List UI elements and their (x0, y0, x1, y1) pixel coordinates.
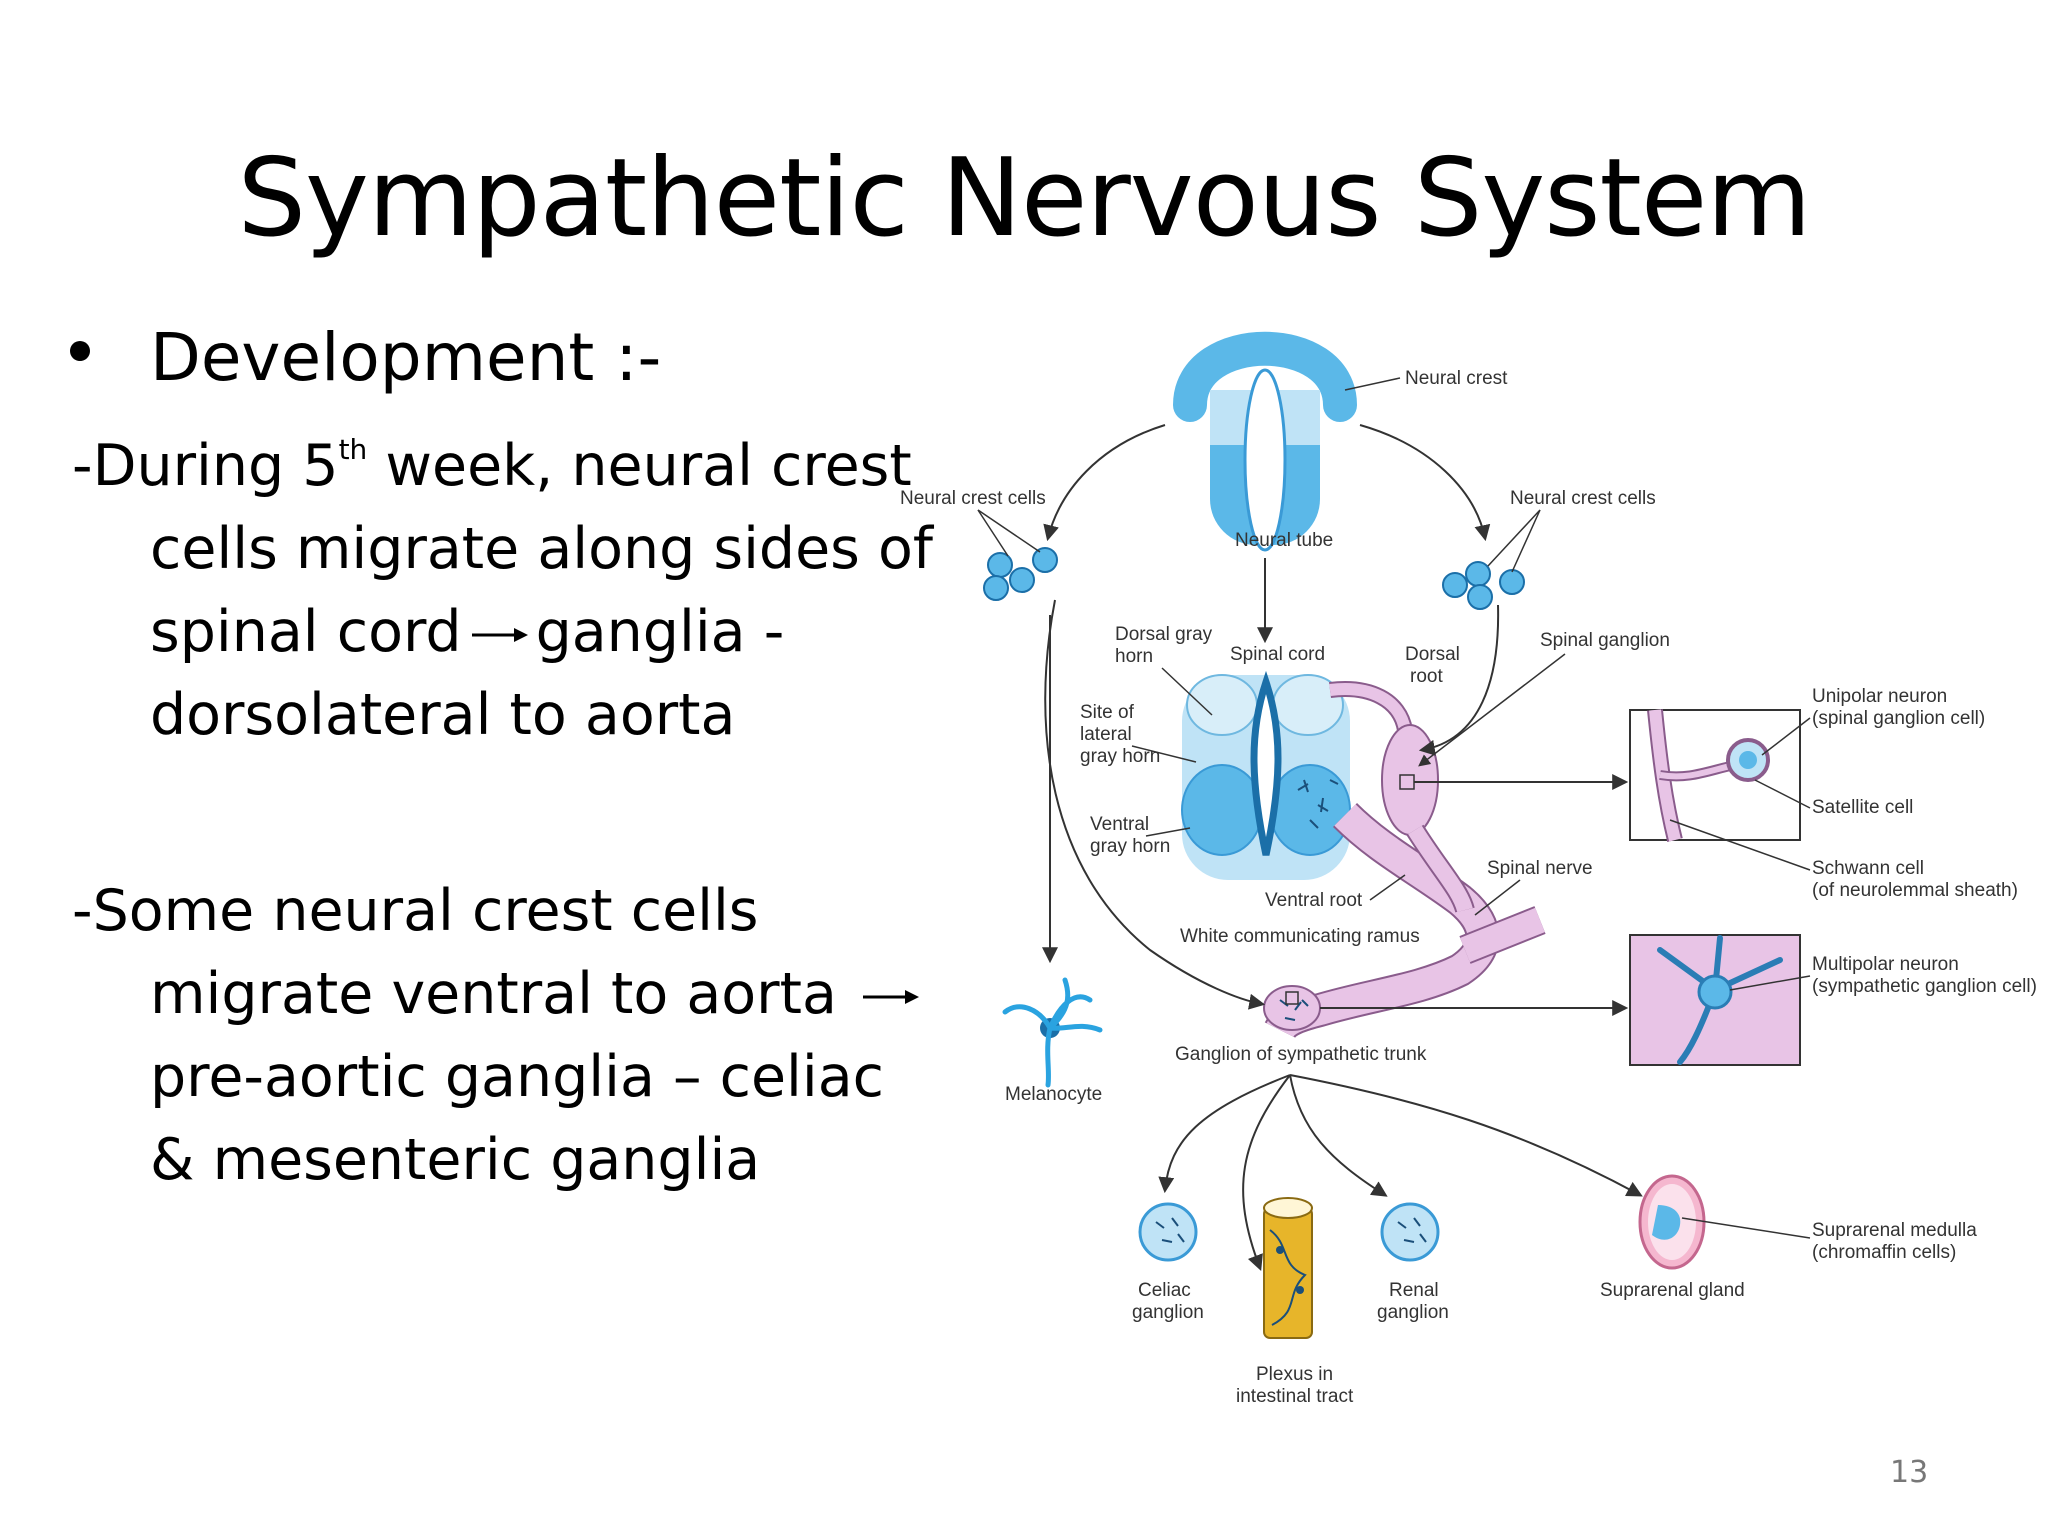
leader-crest-right-2 (1511, 509, 1541, 573)
bullet-text: Development :- (150, 319, 662, 396)
label-dorsal-gray-horn-2: horn (1115, 646, 1153, 667)
paragraph-neural-crest-migration: -During 5th week, neural crest cells mig… (72, 425, 933, 757)
leader-crest-left (977, 509, 1009, 557)
leader-satellite (1754, 779, 1811, 809)
label-spinal-ganglion: Spinal ganglion (1540, 630, 1670, 651)
arrow-to-renal (1289, 1074, 1388, 1197)
arrow-cells-to-ganglion (1418, 604, 1500, 756)
leader-spinal-nerve (1474, 879, 1521, 916)
renal-ganglion-shape (1380, 1202, 1440, 1262)
arrow-cells-to-trunk-ganglion (1044, 599, 1266, 1010)
label-white-ramus: White communicating ramus (1180, 926, 1420, 947)
sympathetic-trunk-ganglion (1263, 985, 1321, 1031)
label-multipolar-2: (sympathetic ganglion cell) (1812, 976, 2037, 997)
bullet-development: Development :- (70, 318, 661, 398)
label-neural-crest: Neural crest (1405, 368, 1508, 389)
neural-crest-cells-left (983, 547, 1058, 601)
para2-line3: pre-aortic ganglia – celiac (150, 1044, 884, 1110)
leader-neural-crest (1344, 377, 1401, 391)
leader-suprarenal-medulla (1681, 1217, 1811, 1239)
label-ventral-root: Ventral root (1265, 890, 1363, 911)
label-spinal-nerve: Spinal nerve (1487, 858, 1593, 879)
intestinal-plexus-shape (1263, 1197, 1313, 1339)
label-neural-crest-cells-right: Neural crest cells (1510, 488, 1656, 509)
label-suprarenal-gland: Suprarenal gland (1600, 1280, 1745, 1301)
label-schwann-2: (of neurolemmal sheath) (1812, 880, 2018, 901)
slide-title: Sympathetic Nervous System (237, 136, 1811, 261)
label-renal-1: Renal (1389, 1280, 1439, 1301)
arrow-to-plexus (1242, 1074, 1291, 1271)
para1-text-b: week, neural crest (367, 433, 912, 499)
spinal-cord-shape (1181, 670, 1351, 880)
label-suprarenal-medulla-2: (chromaffin cells) (1812, 1242, 1956, 1263)
para1-line3: spinal cord ganglia - (72, 591, 933, 674)
suprarenal-gland-shape (1638, 1174, 1706, 1270)
label-site-lateral-3: gray horn (1080, 746, 1160, 767)
label-renal-2: ganglion (1377, 1302, 1449, 1323)
arrow-to-suprarenal (1289, 1074, 1643, 1197)
right-arrow-icon (471, 628, 528, 643)
leader-crest-left-2 (977, 509, 1041, 553)
leader-dorsal-horn (1161, 667, 1213, 716)
label-melanocyte: Melanocyte (1005, 1084, 1102, 1105)
label-dorsal-gray-horn-1: Dorsal gray (1115, 624, 1213, 645)
arrow-to-celiac (1158, 1074, 1291, 1194)
leader-crest-right (1487, 509, 1541, 567)
multipolar-neuron-inset (1629, 934, 1801, 1066)
leader-schwann (1669, 819, 1811, 871)
label-dorsal-root-1: Dorsal (1405, 644, 1460, 665)
label-unipolar-2: (spinal ganglion cell) (1812, 708, 1985, 729)
label-neural-tube: Neural tube (1235, 530, 1333, 551)
label-multipolar-1: Multipolar neuron (1812, 954, 1959, 975)
melanocyte-cell (1002, 977, 1103, 1088)
para1-line1: -During 5th week, neural crest (72, 425, 933, 508)
bullet-dot (70, 341, 90, 361)
label-ventral-gray-horn-2: gray horn (1090, 836, 1170, 857)
label-plexus-1: Plexus in (1256, 1364, 1333, 1385)
para2-text-a: migrate ventral to aorta (150, 961, 837, 1027)
para2-line2: migrate ventral to aorta (72, 953, 927, 1036)
label-neural-crest-cells-left: Neural crest cells (900, 488, 1046, 509)
para1-text-c: spinal cord (150, 599, 462, 665)
label-satellite: Satellite cell (1812, 797, 1913, 818)
para1-text-a: -During 5 (72, 433, 339, 499)
label-suprarenal-medulla-1: Suprarenal medulla (1812, 1220, 1977, 1241)
para2-line4: & mesenteric ganglia (150, 1127, 761, 1193)
neural-crest-diagram: Neural crest Neural tube Neural crest ce… (900, 331, 2037, 1407)
right-arrow-icon (862, 990, 919, 1005)
neural-tube-shape (1173, 331, 1357, 552)
leader-ventral-horn (1145, 827, 1191, 837)
unipolar-neuron-inset (1629, 709, 1801, 842)
para1-line2: cells migrate along sides of (150, 516, 933, 582)
leader-multipolar (1729, 975, 1811, 991)
label-celiac-2: ganglion (1132, 1302, 1204, 1323)
leader-lateral-horn (1131, 745, 1197, 763)
superscript-th: th (338, 433, 368, 466)
para1-line4: dorsolateral to aorta (150, 682, 736, 748)
leader-unipolar (1761, 717, 1811, 756)
para2-line1: -Some neural crest cells (72, 878, 759, 944)
neural-crest-cells-right (1442, 561, 1525, 610)
label-schwann-1: Schwann cell (1812, 858, 1924, 879)
label-ventral-gray-horn-1: Ventral (1090, 814, 1149, 835)
arrow-tube-to-right-cells (1359, 424, 1491, 542)
label-site-lateral-2: lateral (1080, 724, 1132, 745)
label-celiac-1: Celiac (1138, 1280, 1191, 1301)
label-unipolar-1: Unipolar neuron (1812, 686, 1947, 707)
label-plexus-2: intestinal tract (1236, 1386, 1354, 1407)
label-dorsal-root-2: root (1410, 666, 1443, 687)
leader-spinal-ganglion (1418, 653, 1566, 767)
celiac-ganglion-shape (1138, 1202, 1198, 1262)
arrow-tube-to-left-cells (1043, 424, 1166, 542)
page-number: 13 (1890, 1455, 1929, 1490)
para1-text-d: ganglia - (535, 599, 785, 665)
label-site-lateral-1: Site of (1080, 702, 1135, 723)
label-ganglion-trunk: Ganglion of sympathetic trunk (1175, 1044, 1427, 1065)
label-spinal-cord: Spinal cord (1230, 644, 1325, 665)
leader-ventral-root (1369, 874, 1406, 901)
paragraph-pre-aortic-ganglia: -Some neural crest cells migrate ventral… (72, 870, 927, 1202)
